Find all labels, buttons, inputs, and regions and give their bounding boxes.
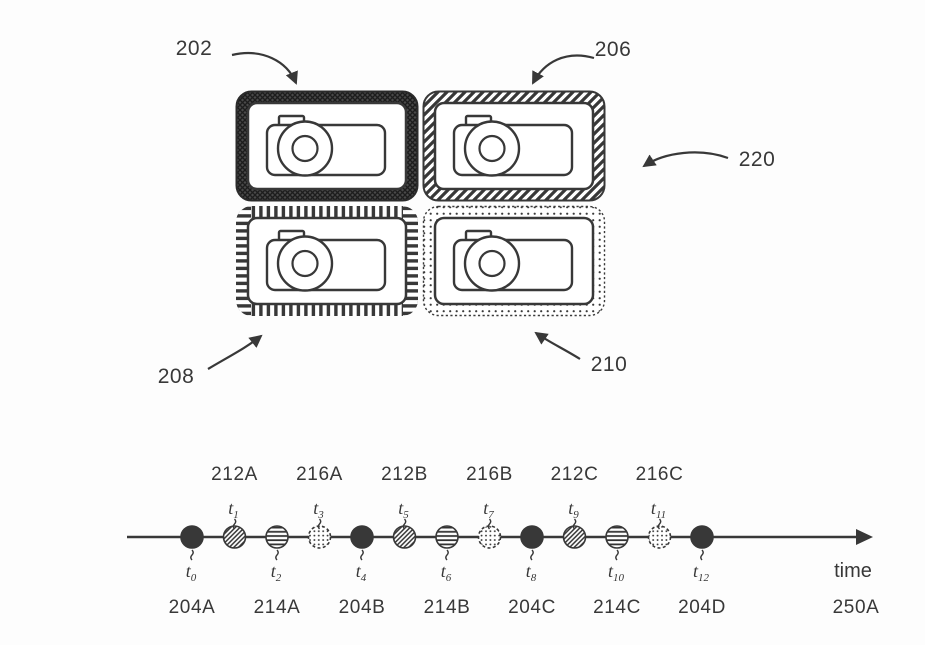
leader-line-t11 (657, 518, 662, 530)
timeline-point-t9-diagonal (562, 525, 587, 549)
arrow-206 (532, 54, 595, 85)
timeline-point-t12-solid (690, 525, 714, 549)
callout-label-202: 202 (175, 37, 213, 60)
arrow-202 (231, 52, 298, 85)
leader-line-t3 (317, 518, 322, 530)
time-label-t6: t6 (441, 561, 452, 584)
time-label-t12: t12 (693, 561, 710, 584)
timeline-callout-204C: 204C (508, 597, 556, 618)
camera-grid (235, 90, 606, 317)
time-label-t7: t7 (483, 498, 494, 521)
time-label-t3: t3 (313, 498, 324, 521)
timeline-callout-216B: 216B (466, 464, 513, 485)
camera-icon (265, 229, 387, 292)
timeline-svg: time 250A t0 204A t1 212A t2 214A t3 216A t4 204B t5… (127, 464, 880, 618)
timeline-callout-216A: 216A (296, 464, 343, 485)
time-label-t4: t4 (356, 561, 367, 584)
camera-icon (452, 114, 574, 177)
callout-label-220: 220 (738, 148, 776, 171)
timeline-callout-214B: 214B (424, 597, 471, 618)
timeline-callout-216C: 216C (636, 464, 684, 485)
time-label-t10: t10 (608, 561, 625, 584)
leader-line-t12 (700, 549, 704, 561)
camera-figure: 202 206 220 208 210 (157, 37, 776, 388)
timeline-callout-212B: 212B (381, 464, 428, 485)
timeline-point-t3-dotted (307, 525, 332, 549)
leader-line-t8 (530, 549, 534, 561)
leader-line-t1 (232, 518, 237, 530)
camera-cell-202-solid-border (235, 90, 419, 202)
camera-cell-210-dotted-border (422, 205, 606, 317)
timeline-point-t11-dotted (647, 525, 672, 549)
leader-line-t5 (402, 518, 407, 530)
timeline-axis-arrowhead (856, 529, 873, 545)
timeline-callout-204A: 204A (169, 597, 216, 618)
timeline-callout-204B: 204B (339, 597, 386, 618)
leader-line-t4 (360, 549, 364, 561)
leader-line-t0 (190, 549, 194, 561)
timeline-callout-212A: 212A (211, 464, 258, 485)
leader-line-t9 (572, 518, 577, 530)
timeline-callout-214C: 214C (593, 597, 641, 618)
callout-label-208: 208 (157, 365, 195, 388)
timeline-point-t4-solid (350, 525, 374, 549)
time-label-t0: t0 (186, 561, 197, 584)
time-axis-label: time (834, 560, 872, 582)
timeline-callout-250A: 250A (833, 597, 880, 618)
timeline-point-t6-hlines (435, 525, 459, 549)
leader-line-t10 (615, 549, 619, 561)
time-label-t9: t9 (568, 498, 579, 521)
time-label-t2: t2 (271, 561, 282, 584)
arrow-208 (207, 334, 263, 370)
callout-label-210: 210 (590, 353, 628, 376)
leader-line-t6 (445, 549, 449, 561)
camera-cell-208-ladder-border (236, 206, 418, 316)
arrow-210 (534, 331, 581, 360)
camera-icon (265, 114, 387, 177)
callout-label-206: 206 (594, 38, 632, 61)
leader-line-t2 (275, 549, 279, 561)
camera-cell-206-diagonal-border (422, 90, 606, 202)
timeline-callout-212C: 212C (551, 464, 599, 485)
timeline-point-t5-diagonal (392, 525, 417, 549)
timeline-point-t10-hlines (605, 525, 629, 549)
timeline-point-t2-hlines (265, 525, 289, 549)
time-label-t8: t8 (526, 561, 537, 584)
timeline-callout-214A: 214A (254, 597, 301, 618)
timeline-point-t8-solid (520, 525, 544, 549)
arrow-220 (642, 151, 729, 168)
time-label-t1: t1 (228, 498, 239, 521)
timeline-point-t7-dotted (477, 525, 502, 549)
timeline-point-t0-solid (180, 525, 204, 549)
timeline-callout-204D: 204D (678, 597, 726, 618)
time-label-t11: t11 (651, 498, 666, 521)
leader-line-t7 (487, 518, 492, 530)
timeline-point-t1-diagonal (222, 525, 247, 549)
time-label-t5: t5 (398, 498, 409, 521)
camera-icon (452, 229, 574, 292)
